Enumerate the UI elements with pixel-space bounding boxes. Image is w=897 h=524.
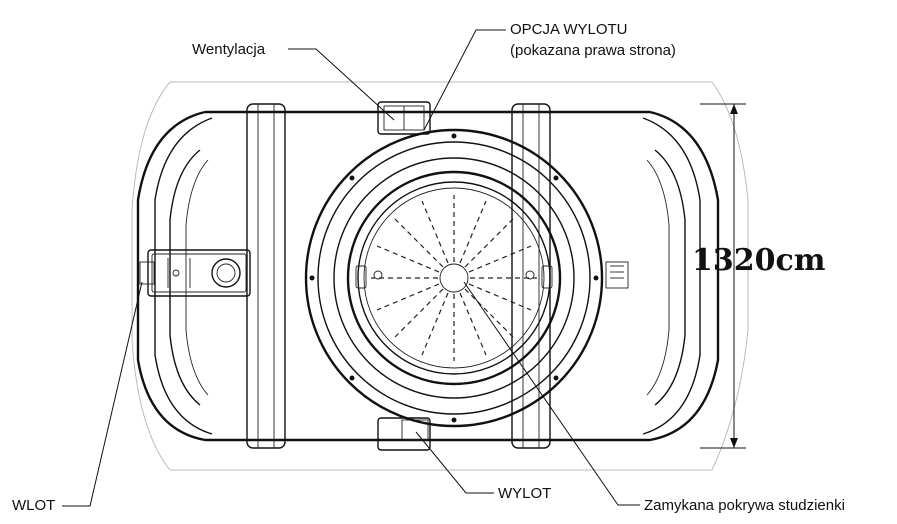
dimension-marker	[700, 103, 746, 449]
label-outlet: WYLOT	[498, 485, 551, 502]
ghost-outline	[131, 81, 749, 471]
leader-lines	[62, 29, 640, 507]
tank-body	[136, 101, 720, 451]
label-outlet-option: OPCJA WYLOTU	[510, 21, 628, 38]
label-cover: Zamykana pokrywa studzienki	[644, 497, 845, 514]
dimension-label: 1320cm	[692, 243, 826, 278]
cover-ribs	[371, 195, 537, 361]
flange-bolts	[309, 133, 599, 423]
label-inlet: WLOT	[12, 497, 55, 514]
label-outlet-option-note: (pokazana prawa strona)	[510, 42, 676, 59]
manhole-cover	[304, 128, 604, 428]
label-vent: Wentylacja	[192, 41, 266, 58]
